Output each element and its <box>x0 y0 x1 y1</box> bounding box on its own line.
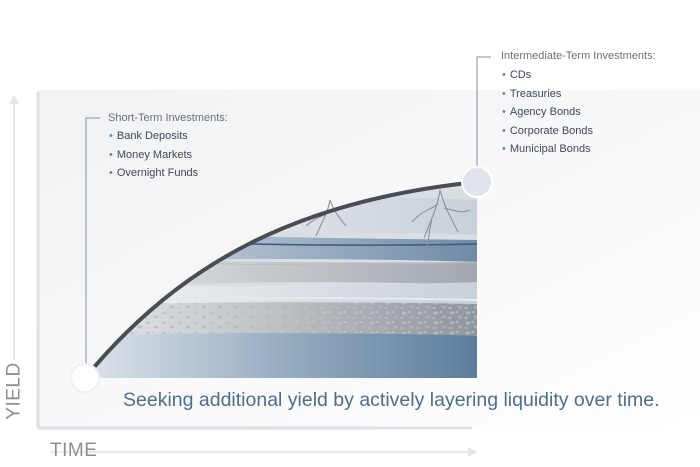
list-item: •Treasuries <box>502 85 593 104</box>
short-term-marker <box>70 363 100 393</box>
x-axis-arrow-icon <box>468 447 477 457</box>
short-term-title: Short-Term Investments: <box>108 112 228 124</box>
y-axis-label: YIELD <box>3 362 25 420</box>
intermediate-leader-line <box>476 56 491 176</box>
x-axis <box>38 426 477 457</box>
bullet-icon: • <box>502 87 506 100</box>
bullet-icon: • <box>109 167 113 179</box>
list-item: •Corporate Bonds <box>502 122 593 141</box>
list-item-label: Overnight Funds <box>116 167 199 179</box>
list-item-label: Money Markets <box>116 148 193 161</box>
intermediate-term-list: •CDs •Treasuries •Agency Bonds •Corporat… <box>502 66 593 159</box>
intermediate-term-title: Intermediate-Term Investments: <box>501 50 656 62</box>
list-item: •Agency Bonds <box>502 103 593 122</box>
yield-curve <box>83 180 478 380</box>
root-illustration <box>305 189 471 251</box>
intermediate-term-marker <box>461 166 493 198</box>
bullet-icon: • <box>109 130 113 142</box>
short-term-list: •Bank Deposits •Money Markets •Overnight… <box>109 127 198 183</box>
x-axis-label: TIME <box>50 440 98 461</box>
list-item: •Money Markets <box>109 146 198 165</box>
list-item-label: Bank Deposits <box>116 130 188 142</box>
list-item-label: CDs <box>509 69 532 81</box>
list-item: •Bank Deposits <box>109 127 198 146</box>
list-item: •CDs <box>502 66 593 85</box>
list-item-label: Agency Bonds <box>509 106 581 118</box>
list-item-label: Municipal Bonds <box>509 143 591 155</box>
list-item-label: Corporate Bonds <box>509 124 594 137</box>
list-item: •Municipal Bonds <box>502 140 593 159</box>
short-term-leader-line <box>85 117 100 372</box>
y-axis-arrow-icon <box>9 95 19 104</box>
y-axis <box>9 92 40 428</box>
bullet-icon: • <box>502 106 506 118</box>
list-item-label: Treasuries <box>509 87 562 100</box>
list-item: •Overnight Funds <box>109 164 198 183</box>
bullet-icon: • <box>109 148 113 161</box>
bullet-icon: • <box>502 69 506 81</box>
bullet-icon: • <box>502 124 506 137</box>
bullet-icon: • <box>502 143 506 155</box>
diagram-caption: Seeking additional yield by actively lay… <box>123 389 660 411</box>
